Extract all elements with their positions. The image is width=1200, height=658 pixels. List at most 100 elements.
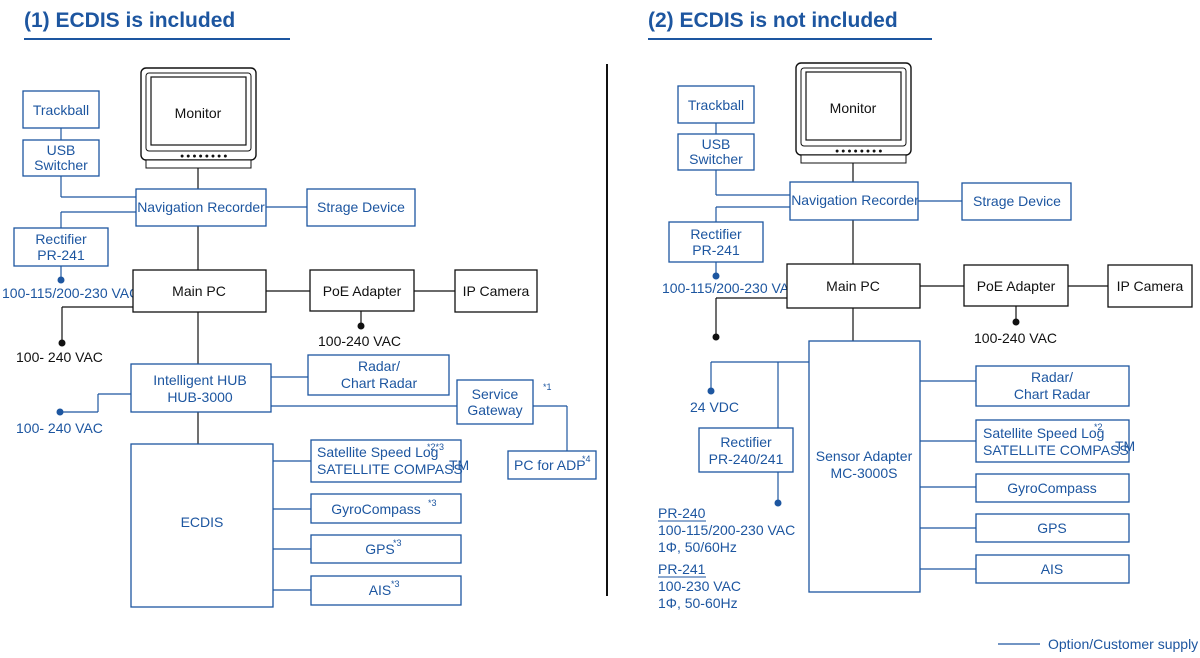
- svg-text:Sensor Adapter: Sensor Adapter: [816, 448, 913, 464]
- svg-text:Strage Device: Strage Device: [973, 193, 1061, 209]
- svg-text:1Φ, 50/60Hz: 1Φ, 50/60Hz: [658, 539, 737, 555]
- svg-text:Trackball: Trackball: [33, 102, 89, 118]
- svg-text:Navigation Recorder: Navigation Recorder: [791, 192, 919, 208]
- svg-text:ECDIS: ECDIS: [181, 514, 224, 530]
- rectifier-power-dot: [57, 276, 65, 284]
- poe-power-dot: [357, 322, 365, 330]
- svg-text:Chart Radar: Chart Radar: [341, 375, 418, 391]
- svg-text:GyroCompass: GyroCompass: [1007, 480, 1096, 496]
- legend: Option/Customer supply: [998, 636, 1198, 652]
- svg-text:USB: USB: [47, 142, 76, 158]
- right-usb-switcher-box: USB Switcher: [677, 133, 755, 171]
- right-poe-adapter-box: PoE Adapter: [963, 264, 1069, 307]
- svg-text:Radar/: Radar/: [1031, 369, 1073, 385]
- svg-text:PR-240/241: PR-240/241: [709, 451, 784, 467]
- svg-text:Navigation Recorder: Navigation Recorder: [137, 199, 265, 215]
- right-ais-box: AIS: [975, 554, 1130, 584]
- left-gps-box: GPS *3: [310, 534, 462, 564]
- svg-text:Radar/: Radar/: [358, 358, 400, 374]
- right-monitor: ● ● ● ● ● ● ● ● Monitor: [795, 62, 912, 164]
- right-rectifier-power-dot: [712, 272, 720, 280]
- svg-text:PC for ADP: PC for ADP: [514, 457, 586, 473]
- right-main-pc-box: Main PC: [786, 263, 921, 309]
- svg-text:SATELLITE COMPASS: SATELLITE COMPASS: [317, 461, 463, 477]
- right-sensor-adapter-box: Sensor Adapter MC-3000S: [808, 340, 921, 593]
- svg-text:PR-241: PR-241: [658, 561, 706, 577]
- left-navigation-recorder-box: Navigation Recorder: [135, 188, 267, 227]
- svg-text:Satellite Speed Log: Satellite Speed Log: [983, 425, 1104, 441]
- svg-text:*3: *3: [393, 538, 402, 548]
- svg-text:*2: *2: [1094, 422, 1103, 432]
- left-poe-adapter-box: PoE Adapter: [309, 269, 415, 312]
- svg-text:Gateway: Gateway: [467, 402, 522, 418]
- right-title: (2) ECDIS is not included: [648, 9, 898, 32]
- svg-text:Switcher: Switcher: [34, 157, 88, 173]
- left-rectifier-power-label: 100-115/200-230 VAC: [2, 285, 139, 301]
- svg-text:Monitor: Monitor: [175, 105, 222, 121]
- left-gyrocompass-box: GyroCompass *3: [310, 493, 462, 524]
- svg-text:TM: TM: [1115, 438, 1135, 454]
- svg-text:*4: *4: [582, 454, 591, 464]
- right-main-pc-power-dot: [712, 333, 720, 341]
- svg-text:PR-241: PR-241: [692, 242, 740, 258]
- svg-text:Trackball: Trackball: [688, 97, 744, 113]
- left-connections: [60, 128, 568, 591]
- svg-text:TM: TM: [449, 457, 469, 473]
- svg-text:100-115/200-230 VAC: 100-115/200-230 VAC: [658, 522, 795, 538]
- right-poe-power-label: 100-240 VAC: [974, 330, 1057, 346]
- svg-text:Main PC: Main PC: [172, 283, 226, 299]
- svg-text:● ● ● ● ● ● ● ●: ● ● ● ● ● ● ● ●: [180, 153, 227, 160]
- right-vdc-dot: [707, 387, 715, 395]
- svg-text:IP Camera: IP Camera: [1117, 278, 1184, 294]
- svg-text:HUB-3000: HUB-3000: [167, 389, 233, 405]
- left-usb-switcher-box: USB Switcher: [22, 139, 100, 177]
- svg-text:● ● ● ● ● ● ● ●: ● ● ● ● ● ● ● ●: [835, 148, 882, 155]
- svg-text:PoE Adapter: PoE Adapter: [977, 278, 1056, 294]
- left-monitor: ● ● ● ● ● ● ● ● Monitor: [140, 67, 257, 169]
- left-hub-power-label: 100- 240 VAC: [16, 420, 103, 436]
- main-pc-power-dot: [58, 339, 66, 347]
- right-vdc-label: 24 VDC: [690, 399, 739, 415]
- right-trackball-box: Trackball: [677, 85, 755, 124]
- right-pr241-note: PR-241 100-230 VAC 1Φ, 50-60Hz: [658, 561, 741, 611]
- right-rectifier2-box: Rectifier PR-240/241: [698, 427, 794, 473]
- svg-text:PR-241: PR-241: [37, 247, 85, 263]
- svg-text:1Φ, 50-60Hz: 1Φ, 50-60Hz: [658, 595, 738, 611]
- left-radar-box: Radar/ Chart Radar: [307, 354, 450, 396]
- right-ip-camera-box: IP Camera: [1107, 264, 1193, 308]
- svg-text:USB: USB: [702, 136, 731, 152]
- left-main-pc-power-label: 100- 240 VAC: [16, 349, 103, 365]
- left-trackball-box: Trackball: [22, 90, 100, 129]
- svg-text:IP Camera: IP Camera: [463, 283, 530, 299]
- svg-text:*1: *1: [543, 382, 552, 392]
- svg-text:*3: *3: [428, 498, 437, 508]
- svg-text:AIS: AIS: [1041, 561, 1064, 577]
- svg-text:Rectifier: Rectifier: [720, 434, 772, 450]
- svg-text:100-230 VAC: 100-230 VAC: [658, 578, 741, 594]
- svg-text:MC-3000S: MC-3000S: [831, 465, 898, 481]
- left-service-gateway-box: Service Gateway *1: [456, 379, 552, 425]
- left-ecdis-box: ECDIS: [130, 443, 274, 608]
- right-pr240-note: PR-240 100-115/200-230 VAC 1Φ, 50/60Hz: [658, 505, 795, 555]
- right-rectifier2-power-dot: [774, 499, 782, 507]
- svg-text:Intelligent HUB: Intelligent HUB: [153, 372, 246, 388]
- svg-text:Service: Service: [472, 386, 519, 402]
- left-intelligent-hub-box: Intelligent HUB HUB-3000: [130, 363, 272, 413]
- left-title: (1) ECDIS is included: [24, 9, 235, 32]
- svg-text:PR-240: PR-240: [658, 505, 706, 521]
- left-poe-power-label: 100-240 VAC: [318, 333, 401, 349]
- legend-label: Option/Customer supply: [1048, 636, 1198, 652]
- svg-text:*2*3: *2*3: [427, 442, 444, 452]
- right-gps-box: GPS: [975, 513, 1130, 543]
- left-speed-log-box: Satellite Speed Log *2*3 SATELLITE COMPA…: [310, 439, 469, 483]
- svg-text:GyroCompass: GyroCompass: [331, 501, 420, 517]
- left-pc-for-adp-box: PC for ADP *4: [507, 450, 597, 480]
- svg-text:*3: *3: [391, 579, 400, 589]
- right-rectifier-box: Rectifier PR-241: [668, 221, 764, 263]
- left-main-pc-box: Main PC: [132, 269, 267, 313]
- svg-text:Strage Device: Strage Device: [317, 199, 405, 215]
- right-poe-power-dot: [1012, 318, 1020, 326]
- right-speed-log-box: Satellite Speed Log *2 SATELLITE COMPASS…: [975, 419, 1135, 463]
- left-strage-device-box: Strage Device: [306, 188, 416, 227]
